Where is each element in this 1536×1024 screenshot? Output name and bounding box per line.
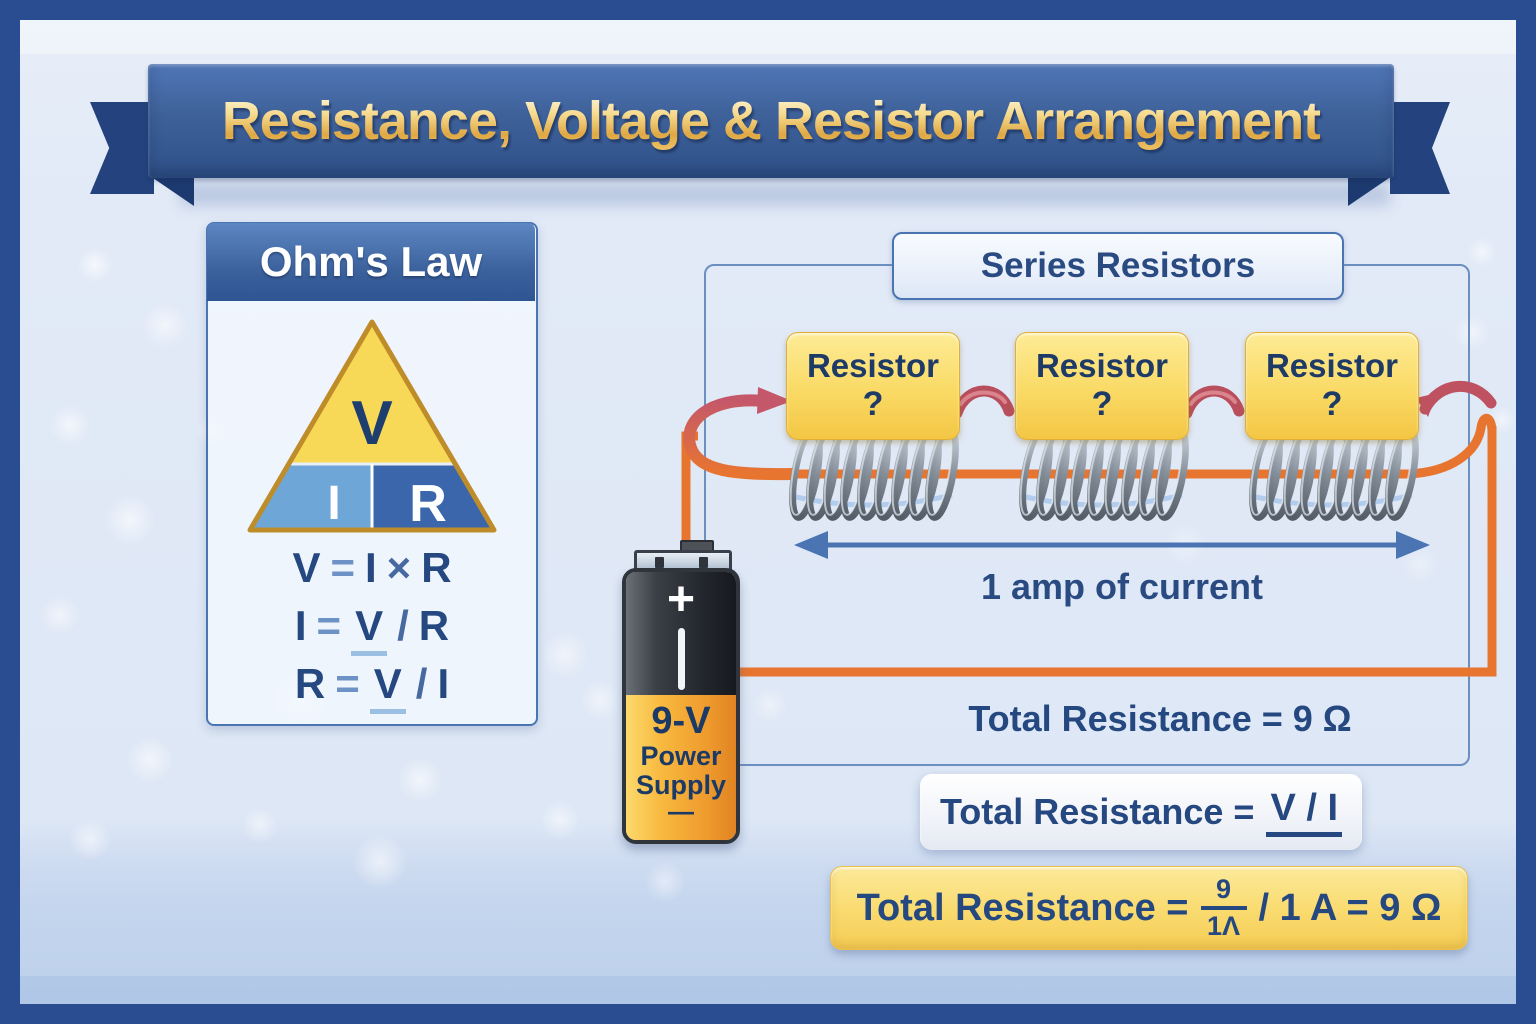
resistor-value: ? <box>1321 385 1343 424</box>
equals-sign: = <box>330 544 355 591</box>
battery-icon: + 9-V Power Supply — <box>620 540 740 844</box>
result-prefix: Total Resistance = <box>856 886 1189 929</box>
total-resistance-result-box: Total Resistance = 9 1Λ / 1 A = 9 Ω <box>830 866 1468 950</box>
formula-lhs: V <box>292 544 321 591</box>
ohms-law-formulas: V = I × R I = V / R R = V / I <box>208 544 536 716</box>
formula-term: I <box>365 544 377 591</box>
formula-term: R <box>418 602 450 649</box>
battery-label-section: 9-V Power Supply — <box>626 695 736 840</box>
triangle-voltage-letter: V <box>351 389 392 458</box>
resistor-name: Resistor <box>1265 347 1399 385</box>
formula-expression-underlined: V / I <box>1266 787 1343 837</box>
resistor-value: ? <box>862 385 884 424</box>
formula-current: I = V / R <box>295 602 449 658</box>
total-resistance-formula-box: Total Resistance = V / I <box>920 774 1362 850</box>
result-suffix: / 1 A = 9 Ω <box>1258 886 1442 929</box>
minus-terminal-symbol: — <box>668 795 694 826</box>
resistor-box-2: Resistor ? <box>1015 332 1189 440</box>
formula-resistance: R = V / I <box>295 660 449 716</box>
operator-sign: × <box>386 544 412 591</box>
plus-terminal-symbol: + <box>666 573 696 626</box>
background-band <box>0 18 1536 54</box>
resistor-name: Resistor <box>806 347 940 385</box>
page-title: Resistance, Voltage & Resistor Arrangeme… <box>221 91 1321 151</box>
ohms-law-header: Ohm's Law <box>207 223 535 301</box>
feed-wire <box>681 431 698 552</box>
resistor-name: Resistor <box>1035 347 1169 385</box>
operator-sign: / <box>397 602 409 649</box>
ribbon-tail-left <box>90 102 154 194</box>
formula-term: R <box>421 544 452 591</box>
battery-label-line1: Power <box>640 741 722 772</box>
resistor-box-3: Resistor ? <box>1245 332 1419 440</box>
resistor-box-1: Resistor ? <box>786 332 960 440</box>
ohms-law-triangle: V I R <box>247 319 497 533</box>
formula-term-underlined: V <box>369 660 406 714</box>
battery-top-section: + <box>626 572 736 696</box>
formula-prefix: Total Resistance = <box>939 791 1255 832</box>
battery-body: + 9-V Power Supply — <box>622 568 740 844</box>
formula-term-underlined: V <box>351 602 388 656</box>
ohms-law-card: Ohm's Law V I R V = I × R I = V <box>206 222 538 726</box>
fraction-denominator: 1Λ <box>1207 911 1241 941</box>
equals-sign: = <box>316 602 342 649</box>
title-banner: Resistance, Voltage & Resistor Arrangeme… <box>148 64 1394 178</box>
formula-lhs: R <box>294 660 326 707</box>
current-label: 1 amp of current <box>980 566 1264 607</box>
resistor-value: ? <box>1091 385 1113 424</box>
total-resistance-text: Total Resistance = 9 Ω <box>968 698 1352 739</box>
voltage-current-fraction: 9 1Λ <box>1200 874 1247 941</box>
ribbon-shadow <box>180 182 1390 206</box>
battery-voltage: 9-V <box>651 700 711 743</box>
fraction-numerator: 9 <box>1216 874 1232 904</box>
battery-terminal-nub <box>699 557 708 568</box>
battery-stripe <box>677 628 685 690</box>
background-band-bottom <box>0 976 1536 1006</box>
triangle-current-letter: I <box>327 477 340 530</box>
formula-voltage: V = I × R <box>292 544 451 600</box>
ribbon-tail-right <box>1390 102 1450 194</box>
equals-sign: = <box>335 660 360 707</box>
formula-lhs: I <box>294 602 307 649</box>
operator-sign: / <box>415 660 428 707</box>
formula-term: I <box>437 660 450 707</box>
series-resistors-label: Series Resistors <box>892 232 1344 300</box>
battery-terminal-nub <box>655 557 664 568</box>
triangle-resistance-letter: R <box>409 475 447 533</box>
